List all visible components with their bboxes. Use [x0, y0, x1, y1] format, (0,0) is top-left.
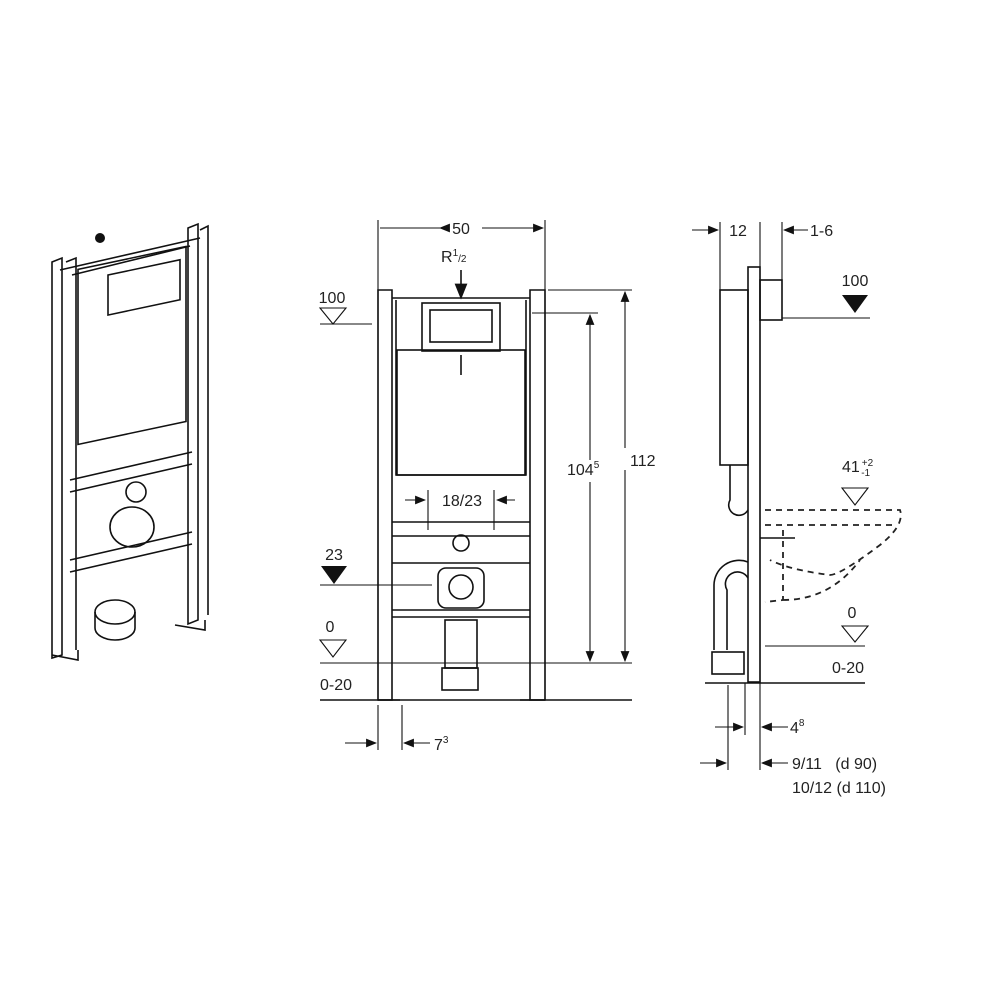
floor-adjust-label: 0-20 [320, 677, 352, 694]
front-drain-pipe [444, 619, 478, 669]
front-cistern [396, 349, 526, 476]
seat-height-label: 41+2-1 [842, 458, 874, 479]
iso-cistern [77, 245, 187, 446]
side-cistern [719, 289, 749, 466]
level-23-label: 23 [325, 547, 343, 564]
width-dimension: 50 [452, 221, 470, 238]
side-toilet-bowl-outline [764, 509, 902, 603]
inner-width-dimension: 18/23 [442, 493, 482, 510]
iso-drain-pipe [94, 599, 136, 625]
depth-dimension: 12 [729, 223, 747, 240]
foot-offset-dimension: 73 [434, 735, 449, 754]
pipe-d110-dimension: 10/12 (d 110) [792, 780, 886, 797]
side-drain-pipe [711, 651, 745, 675]
side-level-0-label: 0 [848, 605, 857, 622]
thread-label: R1/2 [441, 248, 467, 266]
pipe-d90-dimension: 9/11 (d 90) [792, 756, 877, 773]
front-view: 50 R1/2 18/23 100 23 0 0-20 [319, 220, 656, 754]
iso-bowl-connector [109, 506, 155, 548]
level-100-label: 100 [319, 290, 346, 307]
side-floor-adjust-label: 0-20 [832, 660, 864, 677]
pipe-offset-dimension: 48 [790, 718, 805, 737]
side-level-100-label: 100 [842, 273, 869, 290]
isometric-frame-view [51, 222, 209, 661]
side-flush-plate [759, 279, 783, 321]
plate-gap-dimension: 1-6 [810, 223, 833, 240]
front-bowl-connector [437, 567, 485, 609]
level-0-label: 0 [326, 619, 335, 636]
side-view: 12 1-6 100 41+2-1 0 0-20 48 9/11 (d 90) … [692, 222, 902, 797]
height-inner-dimension: 1045 [567, 460, 600, 479]
front-flush-plate [421, 302, 501, 352]
height-total-dimension: 112 [630, 453, 656, 470]
iso-flush-plate [107, 258, 181, 317]
